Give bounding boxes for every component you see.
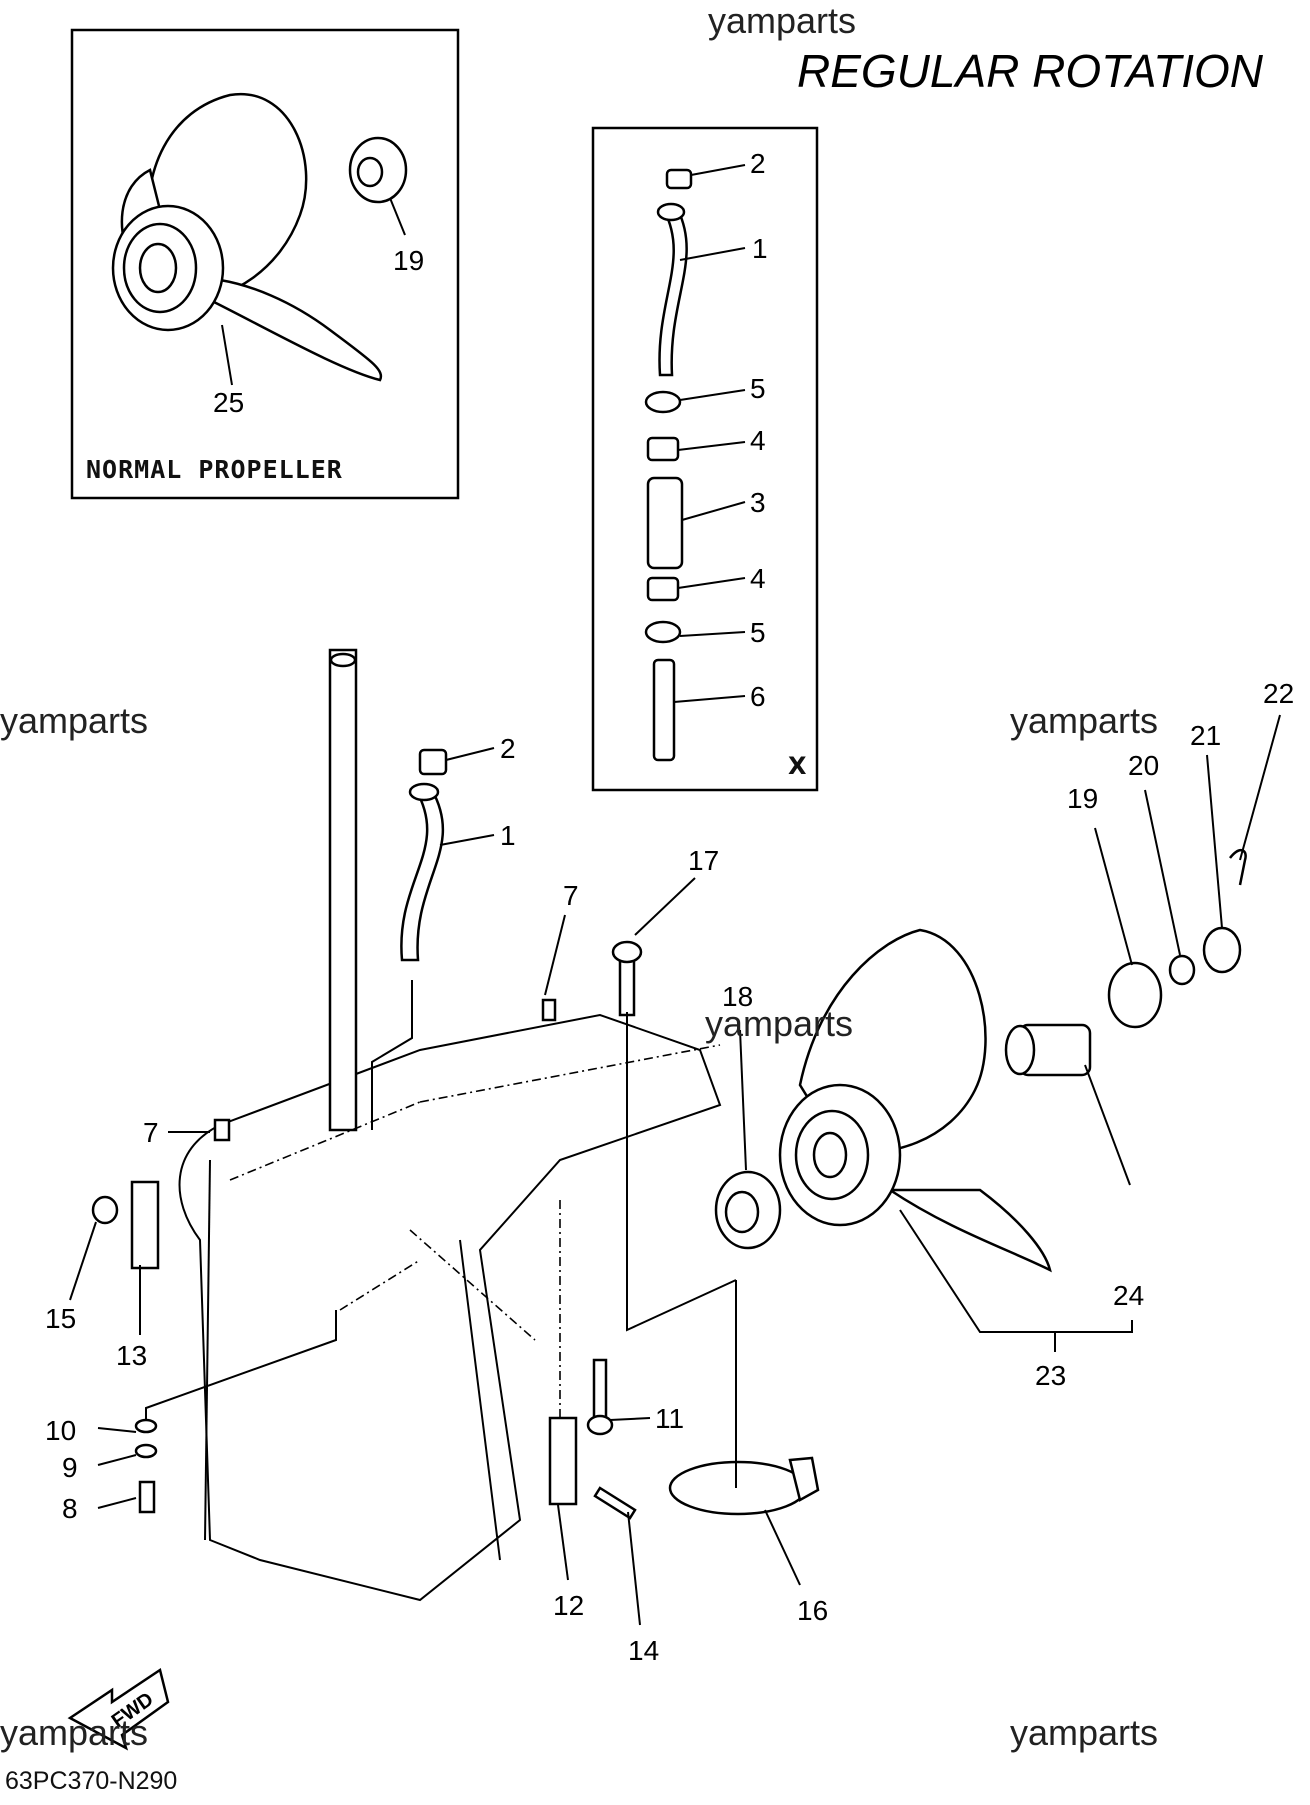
watermark-bottom-left: yamparts xyxy=(0,1712,149,1753)
callout-x-2: 2 xyxy=(750,148,766,179)
main-leaders xyxy=(69,714,1281,1626)
watermark-right: yamparts xyxy=(1010,700,1159,741)
callout-main-12: 12 xyxy=(553,1590,584,1621)
callout-main-7b: 7 xyxy=(143,1117,159,1148)
callout-main-2: 2 xyxy=(500,733,516,764)
connection-lines xyxy=(145,980,737,1488)
nut-21 xyxy=(1202,926,1242,974)
watermark-top: yamparts xyxy=(708,0,857,41)
callout-main-1: 1 xyxy=(500,820,516,851)
page-title: REGULAR ROTATION xyxy=(797,45,1263,97)
callout-x-5a: 5 xyxy=(750,373,766,404)
callout-main-13: 13 xyxy=(116,1340,147,1371)
diagram-code: 63PC370-N290 xyxy=(5,1767,178,1795)
callout-main-9: 9 xyxy=(62,1452,78,1483)
callout-main-22: 22 xyxy=(1263,678,1294,709)
callout-main-14: 14 xyxy=(628,1635,659,1666)
thrust-washer-18 xyxy=(714,1170,782,1250)
lower-unit-housing xyxy=(178,1013,722,1602)
callout-x-3: 3 xyxy=(750,487,766,518)
callout-main-17: 17 xyxy=(688,845,719,876)
callout-main-23: 23 xyxy=(1035,1360,1066,1391)
dash-dot-lines xyxy=(229,1044,721,1420)
cotter-pin-22 xyxy=(1229,849,1247,886)
callout-main-20: 20 xyxy=(1128,750,1159,781)
callout-x-1: 1 xyxy=(752,233,768,264)
section-x-label: X xyxy=(788,752,807,780)
watermark-bottom-right: yamparts xyxy=(1010,1712,1159,1753)
callout-main-16: 16 xyxy=(797,1595,828,1626)
section-x-parts xyxy=(644,168,693,762)
callout-inset-19: 19 xyxy=(393,245,424,276)
spacer-24 xyxy=(1004,1023,1092,1077)
callout-x-4a: 4 xyxy=(750,425,766,456)
inset-label: NORMAL PROPELLER xyxy=(86,455,343,484)
washer-19 xyxy=(1107,961,1163,1029)
inset-spline-washer xyxy=(348,136,408,204)
callout-inset-25: 25 xyxy=(213,387,244,418)
callout-x-6: 6 xyxy=(750,681,766,712)
callout-main-8: 8 xyxy=(62,1493,78,1524)
anode-16 xyxy=(668,1456,820,1516)
callout-main-7a: 7 xyxy=(563,880,579,911)
inset-frame xyxy=(70,28,460,500)
callout-x-4b: 4 xyxy=(750,563,766,594)
watermark-center: yamparts xyxy=(705,1003,854,1044)
section-x-leaders xyxy=(673,164,746,703)
callout-main-11: 11 xyxy=(655,1403,684,1434)
inset-propeller xyxy=(111,92,383,382)
callout-main-10: 10 xyxy=(45,1415,76,1446)
callout-main-18: 18 xyxy=(722,981,753,1012)
propeller-main xyxy=(778,928,1052,1273)
section-x-frame xyxy=(591,126,819,792)
callout-main-21: 21 xyxy=(1190,720,1221,751)
callout-main-15: 15 xyxy=(45,1303,76,1334)
drive-shaft xyxy=(328,648,358,1132)
washer-20 xyxy=(1168,954,1196,986)
callout-x-5b: 5 xyxy=(750,617,766,648)
watermark-left: yamparts xyxy=(0,700,149,741)
water-tube xyxy=(400,748,448,962)
bolts-and-small-parts xyxy=(91,940,643,1520)
callout-main-19: 19 xyxy=(1067,783,1098,814)
callout-numbers: 19 25 2 1 5 4 3 4 5 6 2 1 17 7 7 18 19 2… xyxy=(45,148,1294,1666)
callout-main-24: 24 xyxy=(1113,1280,1144,1311)
